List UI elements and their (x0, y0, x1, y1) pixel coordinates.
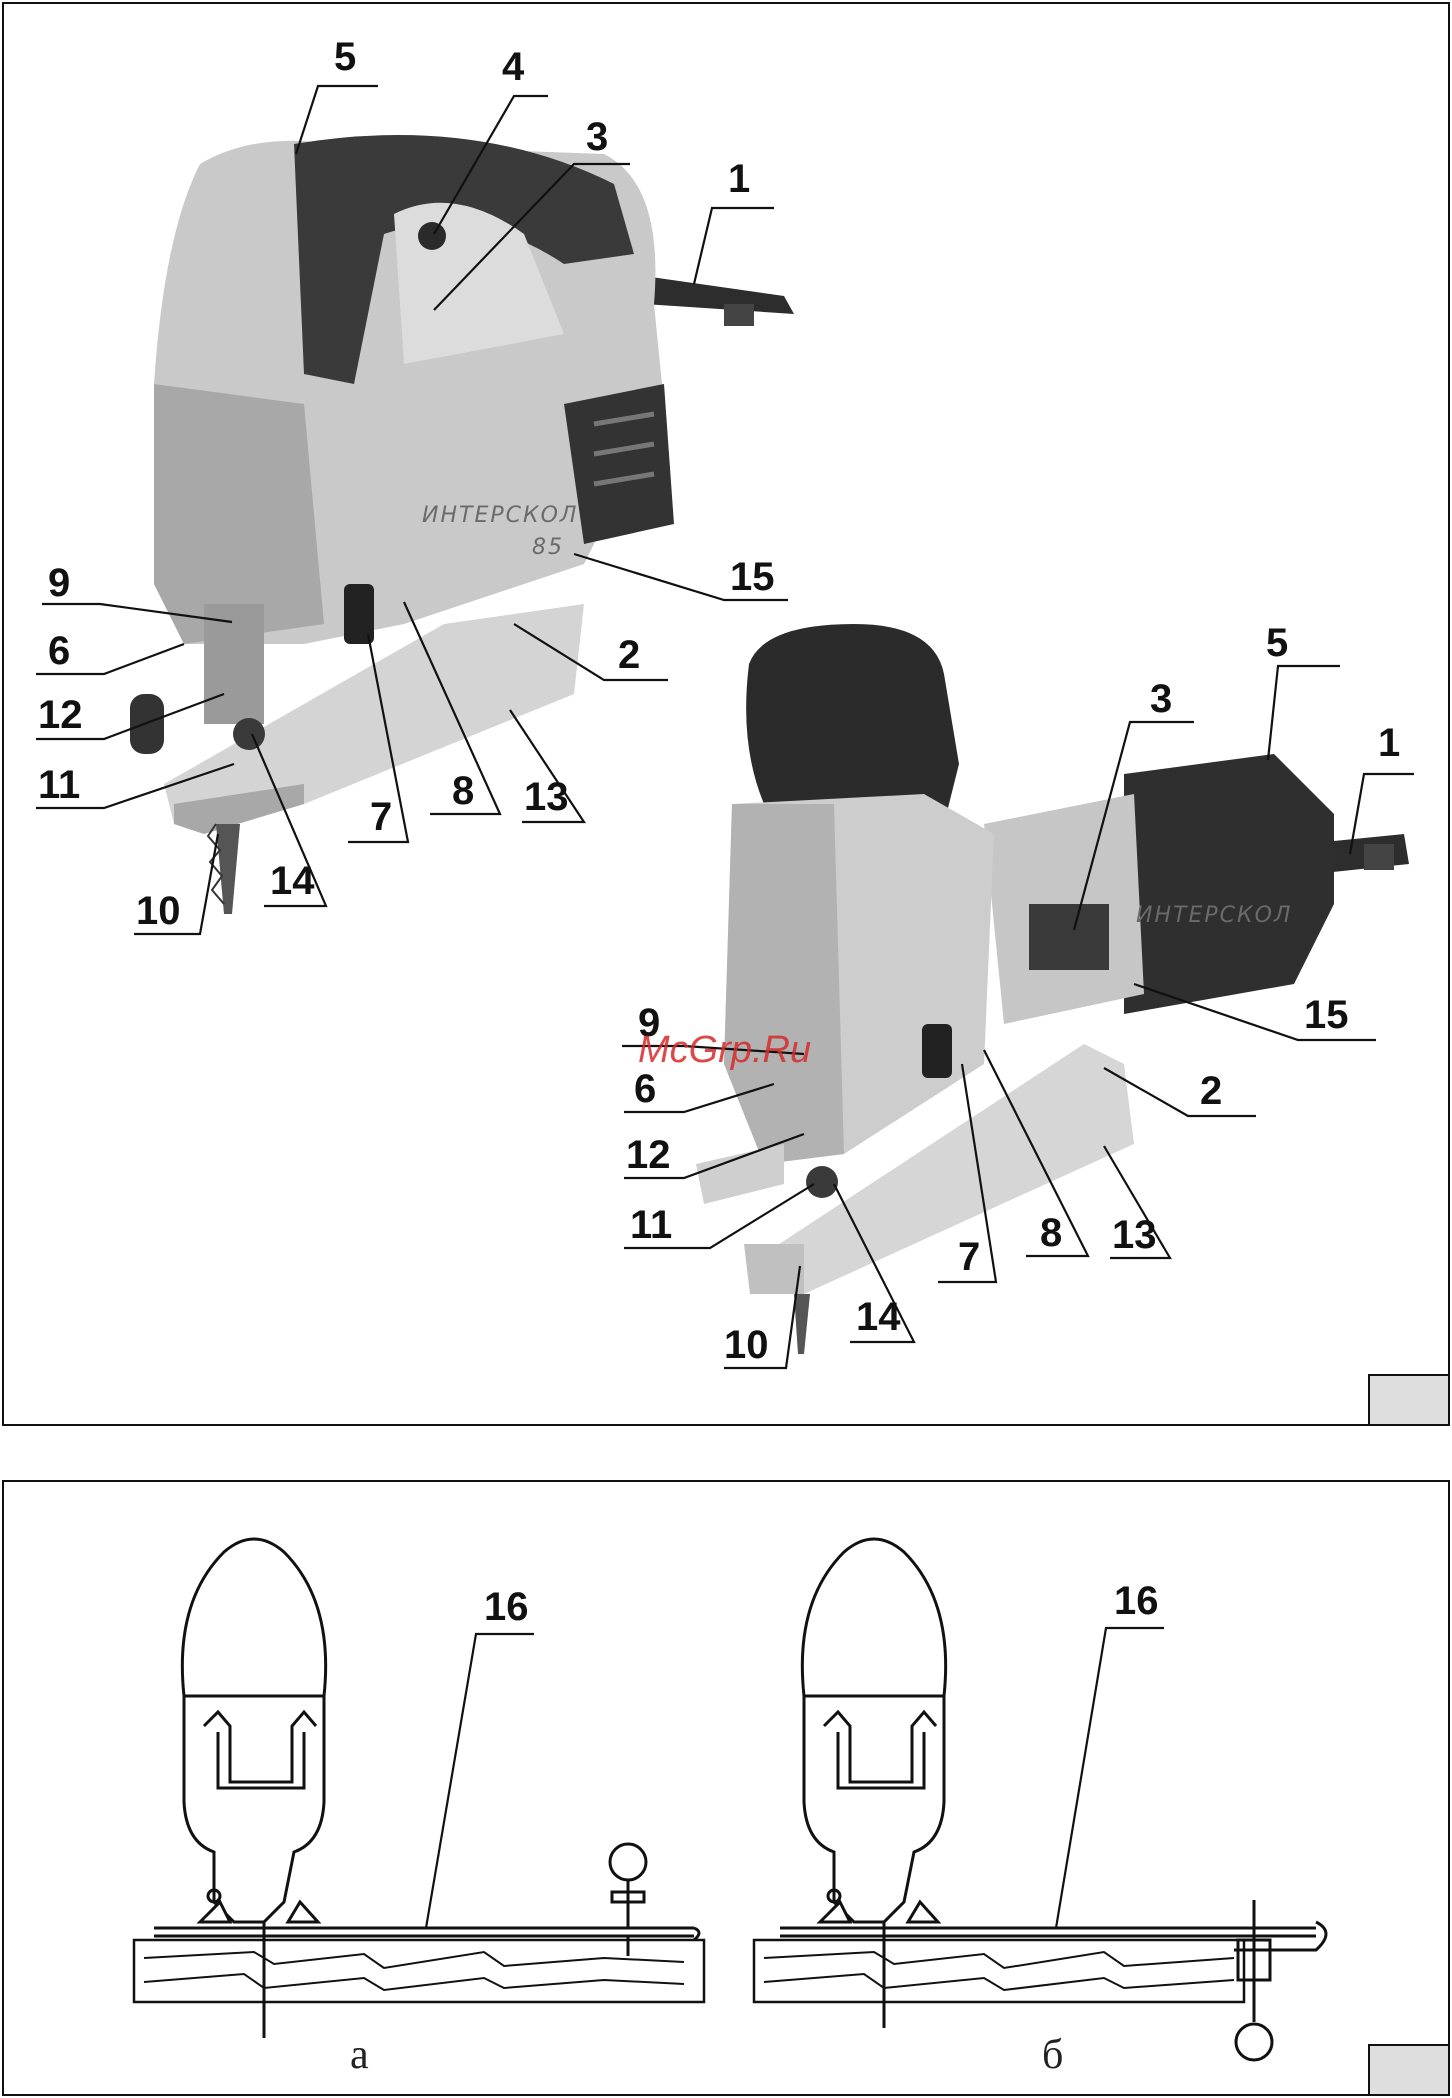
guide-diagram-a (134, 1539, 704, 2038)
callout-9: 9 (48, 561, 70, 605)
model-label-front: 85 (532, 535, 564, 560)
callout-13: 13 (524, 775, 569, 819)
figure-panel-tools: ИНТЕРСКОЛ 85 ИНТЕРСКОЛ (2, 2, 1450, 1426)
callout-3: 3 (586, 115, 608, 159)
callout-10: 10 (724, 1323, 769, 1367)
callout-1: 1 (728, 157, 750, 201)
callout-7: 7 (958, 1235, 980, 1279)
callout-14: 14 (856, 1295, 901, 1339)
guide-diagram-b (754, 1539, 1326, 2060)
callout-12: 12 (626, 1133, 671, 1177)
callout-14: 14 (270, 859, 315, 903)
callout-6: 6 (634, 1067, 656, 1111)
callout-7: 7 (370, 795, 392, 839)
callout-12: 12 (38, 693, 83, 737)
page-tab-marker (1368, 1374, 1450, 1426)
callout-15: 15 (1304, 993, 1349, 1037)
page-tab-marker (1368, 2044, 1450, 2096)
callout-8: 8 (452, 769, 474, 813)
callout-16-b: 16 (1114, 1579, 1159, 1623)
callout-16-a: 16 (484, 1585, 529, 1629)
callout-15: 15 (730, 555, 775, 599)
callout-4: 4 (502, 45, 525, 89)
callout-5: 5 (1266, 621, 1288, 665)
caption-a: а (350, 2032, 369, 2078)
guide-illustration: 16 а 16 б (4, 1482, 1452, 2098)
callout-3: 3 (1150, 677, 1172, 721)
callout-1: 1 (1378, 721, 1400, 765)
tools-illustration: ИНТЕРСКОЛ 85 ИНТЕРСКОЛ (4, 4, 1452, 1428)
callout-13: 13 (1112, 1213, 1157, 1257)
caption-b: б (1042, 2032, 1063, 2078)
callout-11: 11 (38, 763, 80, 807)
callout-2: 2 (618, 633, 640, 677)
figure-panel-guide: 16 а 16 б (2, 1480, 1450, 2096)
brand-label-rear: ИНТЕРСКОЛ (1136, 903, 1292, 928)
callout-11: 11 (630, 1203, 672, 1247)
callout-8: 8 (1040, 1211, 1062, 1255)
callout-2: 2 (1200, 1069, 1222, 1113)
callout-5: 5 (334, 35, 356, 79)
brand-label-front: ИНТЕРСКОЛ (422, 503, 578, 528)
callout-6: 6 (48, 629, 70, 673)
callout-10: 10 (136, 889, 181, 933)
watermark-text: McGrp.Ru (638, 1029, 811, 1071)
